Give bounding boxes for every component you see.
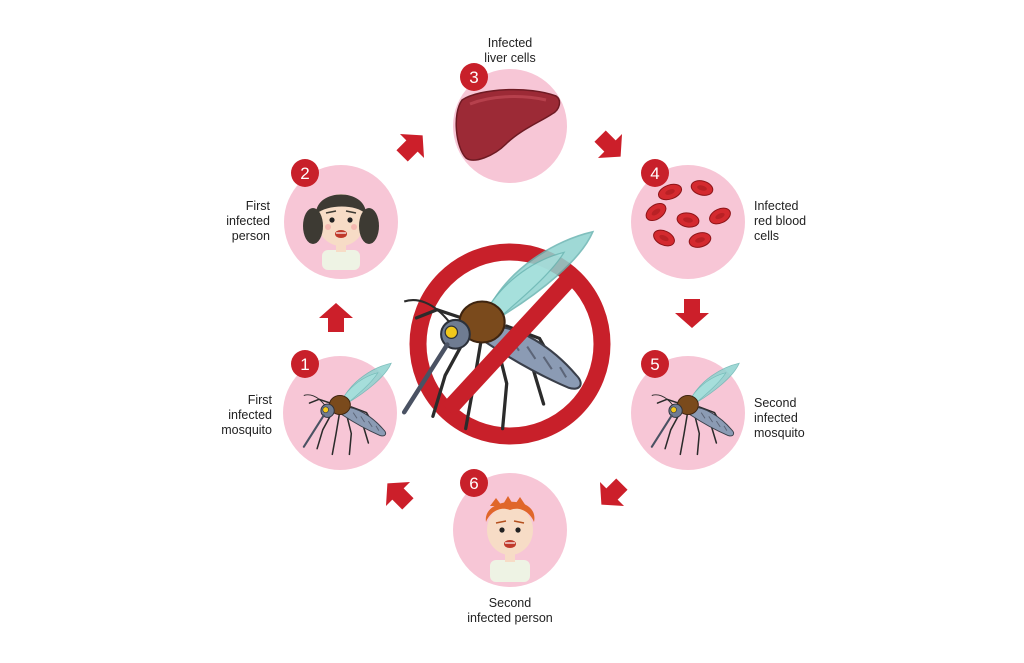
stage-3-badge: 3 bbox=[460, 63, 488, 91]
stage-2-label-line-2: infected bbox=[226, 214, 270, 228]
stage-1-label-line-3: mosquito bbox=[221, 423, 272, 437]
boy-face-icon bbox=[485, 496, 535, 582]
stage-3-label-line-1: Infected bbox=[487, 36, 533, 50]
stage-1-label-line-1: First bbox=[247, 393, 272, 407]
arrow-6-to-1 bbox=[385, 481, 414, 510]
arrow-5-to-6 bbox=[599, 478, 628, 507]
stage-5-label: Second infected mosquito bbox=[754, 396, 844, 441]
stage-6-label-line-2: infected person bbox=[467, 611, 553, 625]
stage-5-badge: 5 bbox=[641, 350, 669, 378]
stage-4-badge: 4 bbox=[641, 159, 669, 187]
stage-3-number: 3 bbox=[469, 68, 478, 87]
arrow-2-to-3 bbox=[396, 133, 425, 162]
arrow-3-to-4 bbox=[594, 130, 623, 159]
girl-face-icon bbox=[303, 194, 379, 270]
stage-1-label-line-2: infected bbox=[228, 408, 272, 422]
stage-6-label: Second infected person bbox=[445, 596, 575, 626]
stage-6-number: 6 bbox=[469, 474, 478, 493]
stage-4-label-line-2: red blood bbox=[754, 214, 807, 228]
stage-6-badge: 6 bbox=[460, 469, 488, 497]
stage-5-number: 5 bbox=[650, 355, 659, 374]
arrow-1-to-2 bbox=[319, 303, 353, 332]
no-mosquito-sign-icon bbox=[404, 232, 611, 445]
stage-4-number: 4 bbox=[650, 164, 659, 183]
stage-2-badge: 2 bbox=[291, 159, 319, 187]
stage-2-label: First infected person bbox=[200, 199, 270, 244]
stage-5-label-line-1: Second bbox=[754, 396, 797, 410]
stage-6-label-line-1: Second bbox=[488, 596, 532, 610]
stage-4-label-line-1: Infected bbox=[754, 199, 799, 213]
stage-1-label: First infected mosquito bbox=[200, 393, 272, 438]
arrow-4-to-5 bbox=[675, 299, 709, 328]
stage-5-label-line-3: mosquito bbox=[754, 426, 805, 440]
stage-1-badge: 1 bbox=[291, 350, 319, 378]
stage-3-label: Infected liver cells bbox=[470, 36, 550, 66]
stage-2-number: 2 bbox=[300, 164, 309, 183]
stage-1-number: 1 bbox=[300, 355, 309, 374]
stage-5-label-line-2: infected bbox=[754, 411, 798, 425]
stage-2-label-line-1: First bbox=[245, 199, 270, 213]
stage-4-label: Infected red blood cells bbox=[754, 199, 834, 244]
stage-3-label-line-2: liver cells bbox=[484, 51, 536, 65]
liver-icon bbox=[455, 88, 561, 161]
stage-2-label-line-3: person bbox=[231, 229, 270, 243]
stage-4-label-line-3: cells bbox=[754, 229, 780, 243]
